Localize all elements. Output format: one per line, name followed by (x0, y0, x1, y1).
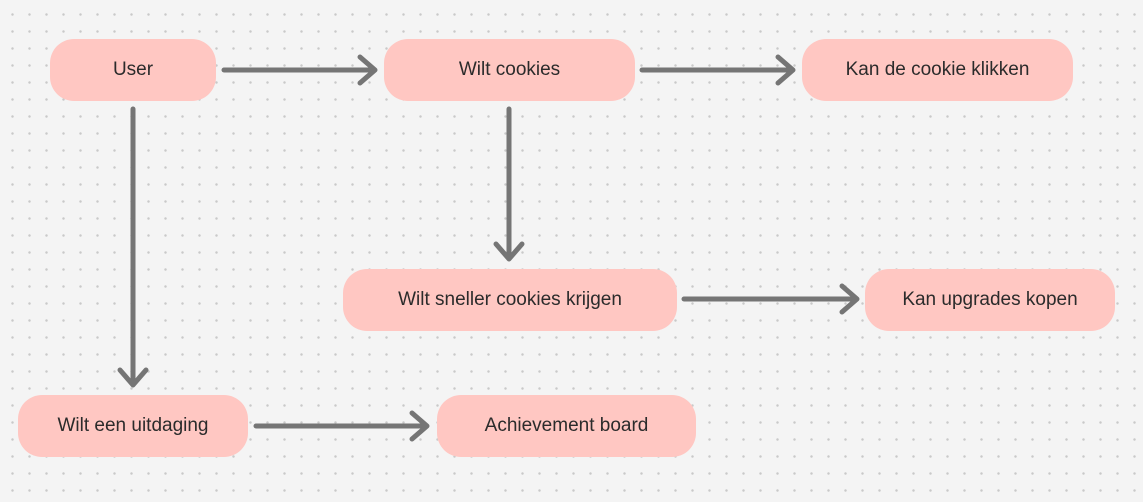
edge-faster-to-upgrades (681, 283, 860, 315)
node-kan-de-cookie-klikken[interactable]: Kan de cookie klikken (802, 39, 1073, 101)
node-wilt-cookies-label: Wilt cookies (458, 59, 561, 80)
node-wilt-sneller-cookies-krijgen[interactable]: Wilt sneller cookies krijgen (343, 269, 677, 331)
edge-challenge-to-achievement (253, 410, 430, 442)
edge-cookies-to-click (639, 54, 796, 86)
node-wilt-een-uitdaging[interactable]: Wilt een uitdaging (18, 395, 248, 457)
edge-user-to-challenge (117, 106, 149, 388)
node-kan-upgrades-kopen-label: Kan upgrades kopen (902, 289, 1078, 310)
node-user[interactable]: User (50, 39, 216, 101)
node-kan-upgrades-kopen[interactable]: Kan upgrades kopen (865, 269, 1115, 331)
edge-user-to-cookies (221, 54, 378, 86)
node-achievement-board-label: Achievement board (484, 415, 649, 436)
node-achievement-board[interactable]: Achievement board (437, 395, 696, 457)
edge-cookies-to-faster (493, 106, 525, 262)
node-user-label: User (112, 59, 154, 80)
node-wilt-een-uitdaging-label: Wilt een uitdaging (57, 415, 209, 436)
node-wilt-sneller-cookies-krijgen-label: Wilt sneller cookies krijgen (398, 289, 622, 310)
node-wilt-cookies[interactable]: Wilt cookies (384, 39, 635, 101)
node-kan-de-cookie-klikken-label: Kan de cookie klikken (845, 59, 1030, 80)
